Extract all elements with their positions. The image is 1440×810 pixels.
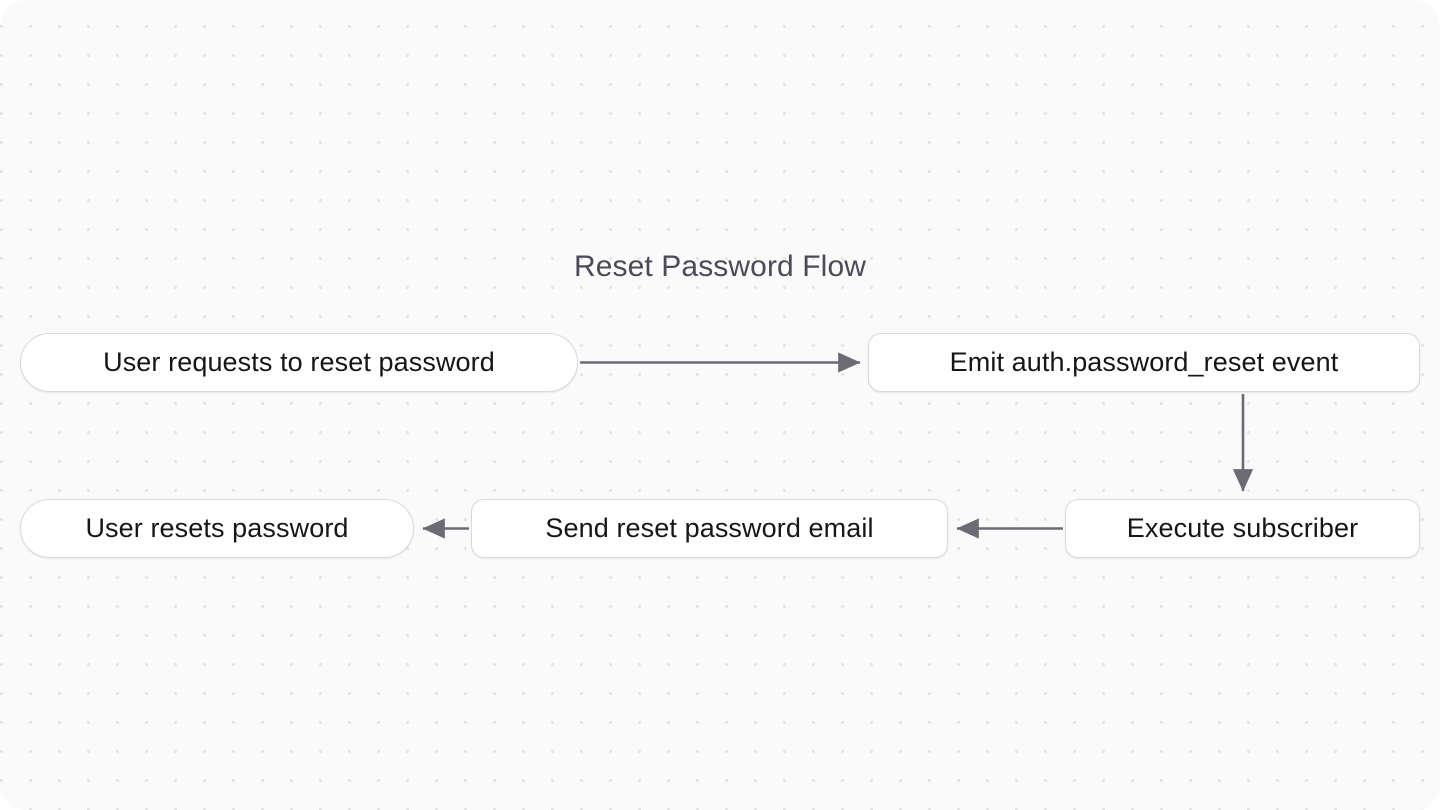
node-emit-auth-password-reset-event[interactable]: Emit auth.password_reset event (868, 333, 1420, 392)
node-label: Send reset password email (545, 513, 874, 543)
node-execute-subscriber[interactable]: Execute subscriber (1065, 499, 1420, 558)
node-send-reset-password-email[interactable]: Send reset password email (471, 499, 948, 558)
node-label: Execute subscriber (1126, 513, 1359, 543)
node-label: Emit auth.password_reset event (949, 347, 1339, 377)
node-user-requests-to-reset-password[interactable]: User requests to reset password (20, 333, 578, 392)
node-label: User requests to reset password (103, 347, 495, 377)
node-label: User resets password (85, 513, 349, 543)
node-user-resets-password[interactable]: User resets password (20, 499, 414, 558)
page-title: Reset Password Flow (574, 250, 866, 283)
